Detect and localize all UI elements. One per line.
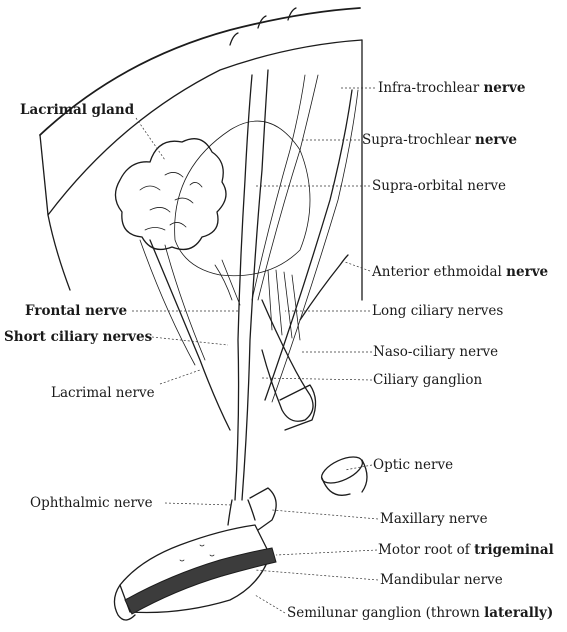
label-ophthalmic-nerve: Ophthalmic nerve [30,495,153,511]
label-long-ciliary-nerves: Long ciliary nerves [372,303,503,319]
eyeball-outline [175,121,310,276]
orbit-lateral-wall [40,135,70,290]
label-lacrimal-gland: Lacrimal gland [20,102,134,118]
lacrimal-gland-shape [115,139,226,250]
label-semilunar-ganglion: Semilunar ganglion (thrown laterally) [287,605,553,621]
maxillary-nerve-stub [250,488,276,530]
label-ciliary-ganglion: Ciliary ganglion [373,372,482,388]
label-motor-root-of-trigeminal: Motor root of trigeminal [378,542,554,558]
label-lacrimal-nerve: Lacrimal nerve [51,385,155,401]
label-anterior-ethmoidal-nerve: Anterior ethmoidal nerve [372,264,548,280]
label-mandibular-nerve: Mandibular nerve [380,572,503,588]
label-frontal-nerve: Frontal nerve [25,303,127,319]
orbit-roof-inner [48,40,362,215]
ophthalmic-nerve-path [228,500,232,525]
lacrimal-nerve-path [150,240,230,430]
label-supra-trochlear-nerve: Supra-trochlear nerve [362,132,517,148]
label-naso-ciliary-nerve: Naso-ciliary nerve [373,344,498,360]
label-optic-nerve: Optic nerve [373,457,453,473]
label-short-ciliary-nerves: Short ciliary nerves [4,329,152,345]
optic-nerve-stump [318,452,366,489]
label-supra-orbital-nerve: Supra-orbital nerve [372,178,506,194]
label-infra-trochlear-nerve: Infra-trochlear nerve [378,80,525,96]
motor-root-band [125,548,276,614]
ciliary-ganglion-shape [262,300,313,421]
frontal-nerve-path [235,75,252,500]
label-maxillary-nerve: Maxillary nerve [380,511,488,527]
